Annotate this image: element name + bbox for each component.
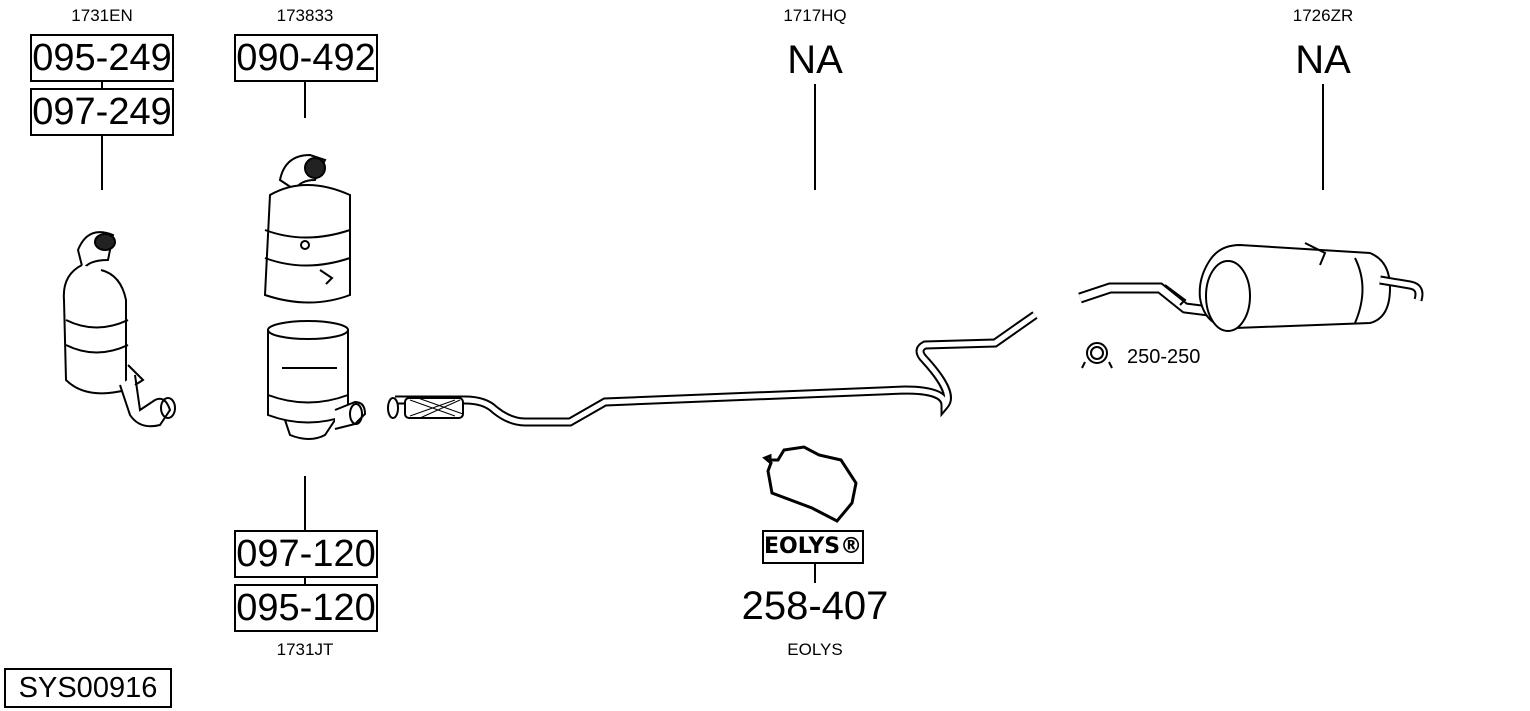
eolys-logo: EOLYS® bbox=[762, 530, 864, 564]
leader-line bbox=[814, 84, 816, 190]
part-number-box[interactable]: 095-249 bbox=[30, 34, 174, 82]
part-number-eolys[interactable]: 258-407 bbox=[741, 584, 889, 628]
leader-line bbox=[304, 82, 306, 118]
part-number-na: NA bbox=[787, 38, 843, 82]
part-number-box[interactable]: 095-120 bbox=[234, 584, 378, 632]
eolys-tank-icon bbox=[762, 445, 858, 523]
part-number-box[interactable]: 097-249 bbox=[30, 88, 174, 136]
part-number-na: NA bbox=[1295, 38, 1351, 82]
ref-label-1731jt: 1731JT bbox=[276, 640, 334, 659]
connector-line bbox=[101, 82, 103, 88]
leader-line bbox=[1322, 84, 1324, 190]
catalytic-converter-1731en bbox=[62, 231, 176, 428]
leader-line bbox=[304, 476, 306, 530]
connector-line bbox=[304, 578, 306, 584]
particulate-filter-173833 bbox=[263, 153, 351, 304]
clamp-part-number[interactable]: 250-250 bbox=[1127, 346, 1201, 368]
part-number-box[interactable]: 090-492 bbox=[234, 34, 378, 82]
leader-line bbox=[814, 564, 816, 583]
ref-label-1726zr: 1726ZR bbox=[1292, 6, 1354, 25]
center-pipe-1717hq bbox=[387, 311, 1038, 427]
ref-label-1731en: 1731EN bbox=[71, 6, 133, 25]
part-number-box[interactable]: 097-120 bbox=[234, 530, 378, 578]
ref-label-1717hq: 1717HQ bbox=[783, 6, 847, 25]
particulate-filter-1731jt bbox=[267, 320, 367, 440]
rear-silencer-1726zr bbox=[1078, 242, 1424, 332]
system-id-box: SYS00916 bbox=[4, 668, 172, 708]
ref-label-173833: 173833 bbox=[276, 6, 334, 25]
clamp-icon bbox=[1081, 342, 1113, 369]
leader-line bbox=[101, 136, 103, 190]
ref-label-eolys: EOLYS bbox=[787, 640, 843, 659]
